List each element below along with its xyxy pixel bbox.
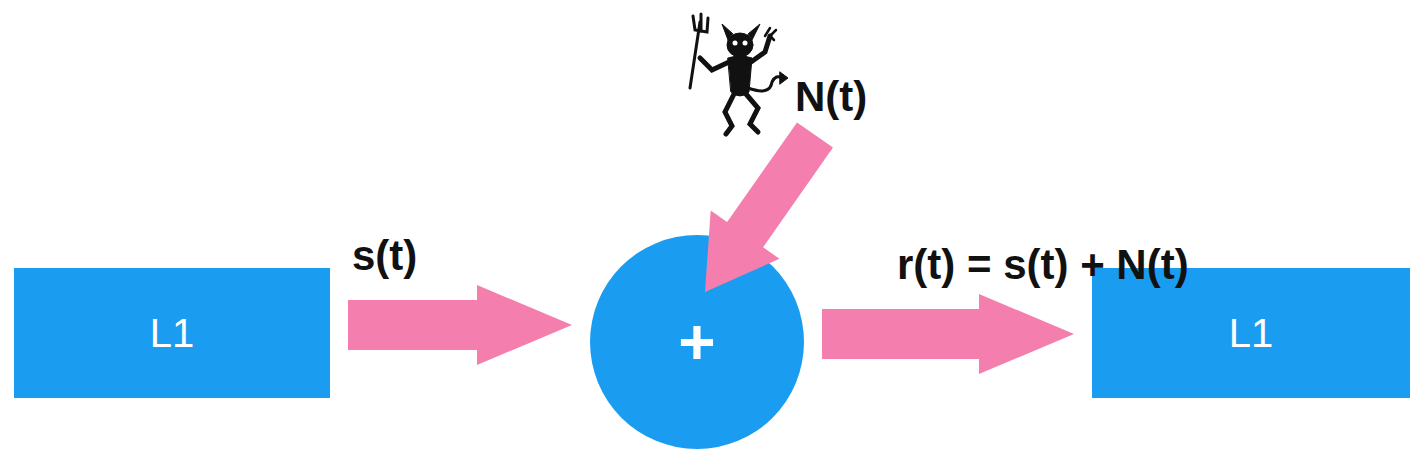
- node-label: L1: [1229, 311, 1274, 356]
- node-label: +: [678, 305, 715, 379]
- signal-arrow: [822, 294, 1074, 374]
- adder-circle: +: [590, 235, 804, 449]
- circle-fill: [590, 235, 804, 449]
- signal-arrow: [348, 285, 572, 365]
- signal-name: r(t) = s(t) + N(t): [897, 242, 1189, 288]
- signal-name: s(t): [352, 233, 417, 279]
- noise-name: N(t): [795, 74, 867, 120]
- node-label: L1: [150, 311, 195, 356]
- layer-box: L1: [14, 268, 330, 398]
- devil-figure: [690, 14, 788, 134]
